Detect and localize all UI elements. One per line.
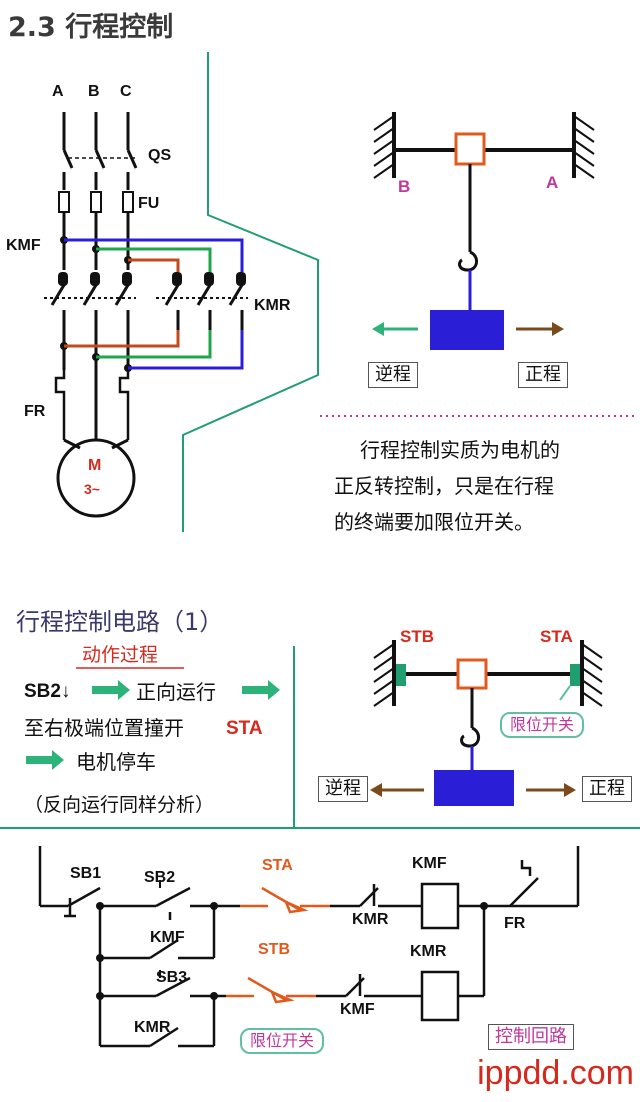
junction-dots — [96, 902, 488, 1000]
kmr-interlock-label: KMR — [352, 911, 389, 928]
step2-key: STA — [226, 718, 263, 739]
step3-text: 电机停车 — [76, 750, 156, 774]
phase-label-b: B — [88, 83, 100, 100]
kmr-label: KMR — [254, 297, 291, 314]
kmr-coil-label: KMR — [410, 943, 447, 960]
kmr-branch — [64, 238, 244, 370]
limit-switch-bubble: 限位开关 — [500, 712, 585, 738]
sb3-label: SB3 — [156, 969, 188, 986]
step4-text: （反向运行同样分析） — [24, 794, 215, 816]
sta-label: STA — [540, 627, 573, 646]
position-b-label: B — [398, 177, 411, 196]
limit-switch-bubble-2: 限位开关 — [240, 1028, 325, 1054]
travel-diagram-1 — [372, 112, 595, 350]
qs-label: QS — [148, 147, 172, 164]
description-line-2: 正反转控制，只是在行程 — [334, 474, 554, 498]
limit-switch-contacts — [226, 886, 330, 1004]
section2-arrows — [26, 680, 280, 770]
forward-label: 正程 — [518, 362, 568, 388]
kmf-label: KMF — [6, 237, 41, 254]
reverse-label: 逆程 — [368, 362, 418, 388]
fu-label: FU — [138, 195, 160, 212]
sb1-label: SB1 — [70, 865, 102, 882]
load-block-2 — [434, 770, 514, 806]
sb2-label: SB2 — [144, 869, 176, 886]
description-line-1: 行程控制实质为电机的 — [360, 438, 560, 462]
kmf-coil-label: KMF — [412, 855, 447, 872]
position-a-label: A — [546, 173, 559, 192]
control-circuit — [38, 846, 580, 1048]
motor-sub-label: 3~ — [84, 481, 100, 497]
watermark: ippdd.com — [477, 1054, 634, 1092]
power-circuit — [50, 112, 138, 450]
description-line-3: 的终端要加限位开关。 — [334, 510, 534, 534]
section-subtitle: 动作过程 — [82, 644, 159, 666]
phase-label-c: C — [120, 83, 132, 100]
reverse-label-2: 逆程 — [318, 776, 368, 802]
travel-diagram-2 — [370, 640, 603, 806]
stb-label: STB — [400, 627, 434, 646]
step1-text: 正向运行 — [136, 680, 216, 704]
divider-upper — [182, 52, 319, 532]
kmr-hold-label: KMR — [134, 1019, 171, 1036]
step1-key: SB2↓ — [24, 681, 71, 702]
sta-contact-label: STA — [262, 857, 293, 874]
fr-contact-label: FR — [504, 915, 526, 932]
motor-symbol — [56, 438, 136, 518]
stb-contact-label: STB — [258, 941, 290, 958]
motor-label: M — [88, 457, 102, 474]
page-title: 2.3 行程控制 — [8, 12, 174, 43]
forward-label-2: 正程 — [582, 776, 632, 802]
kmf-hold-label: KMF — [150, 929, 185, 946]
section-title: 行程控制电路（1） — [16, 608, 224, 636]
step2-text: 至右极端位置撞开 — [24, 716, 184, 740]
control-loop-caption: 控制回路 — [488, 1024, 574, 1050]
kmf-interlock-label: KMF — [340, 1001, 375, 1018]
phase-label-a: A — [52, 83, 64, 100]
fr-label: FR — [24, 403, 46, 420]
load-block — [430, 310, 504, 350]
